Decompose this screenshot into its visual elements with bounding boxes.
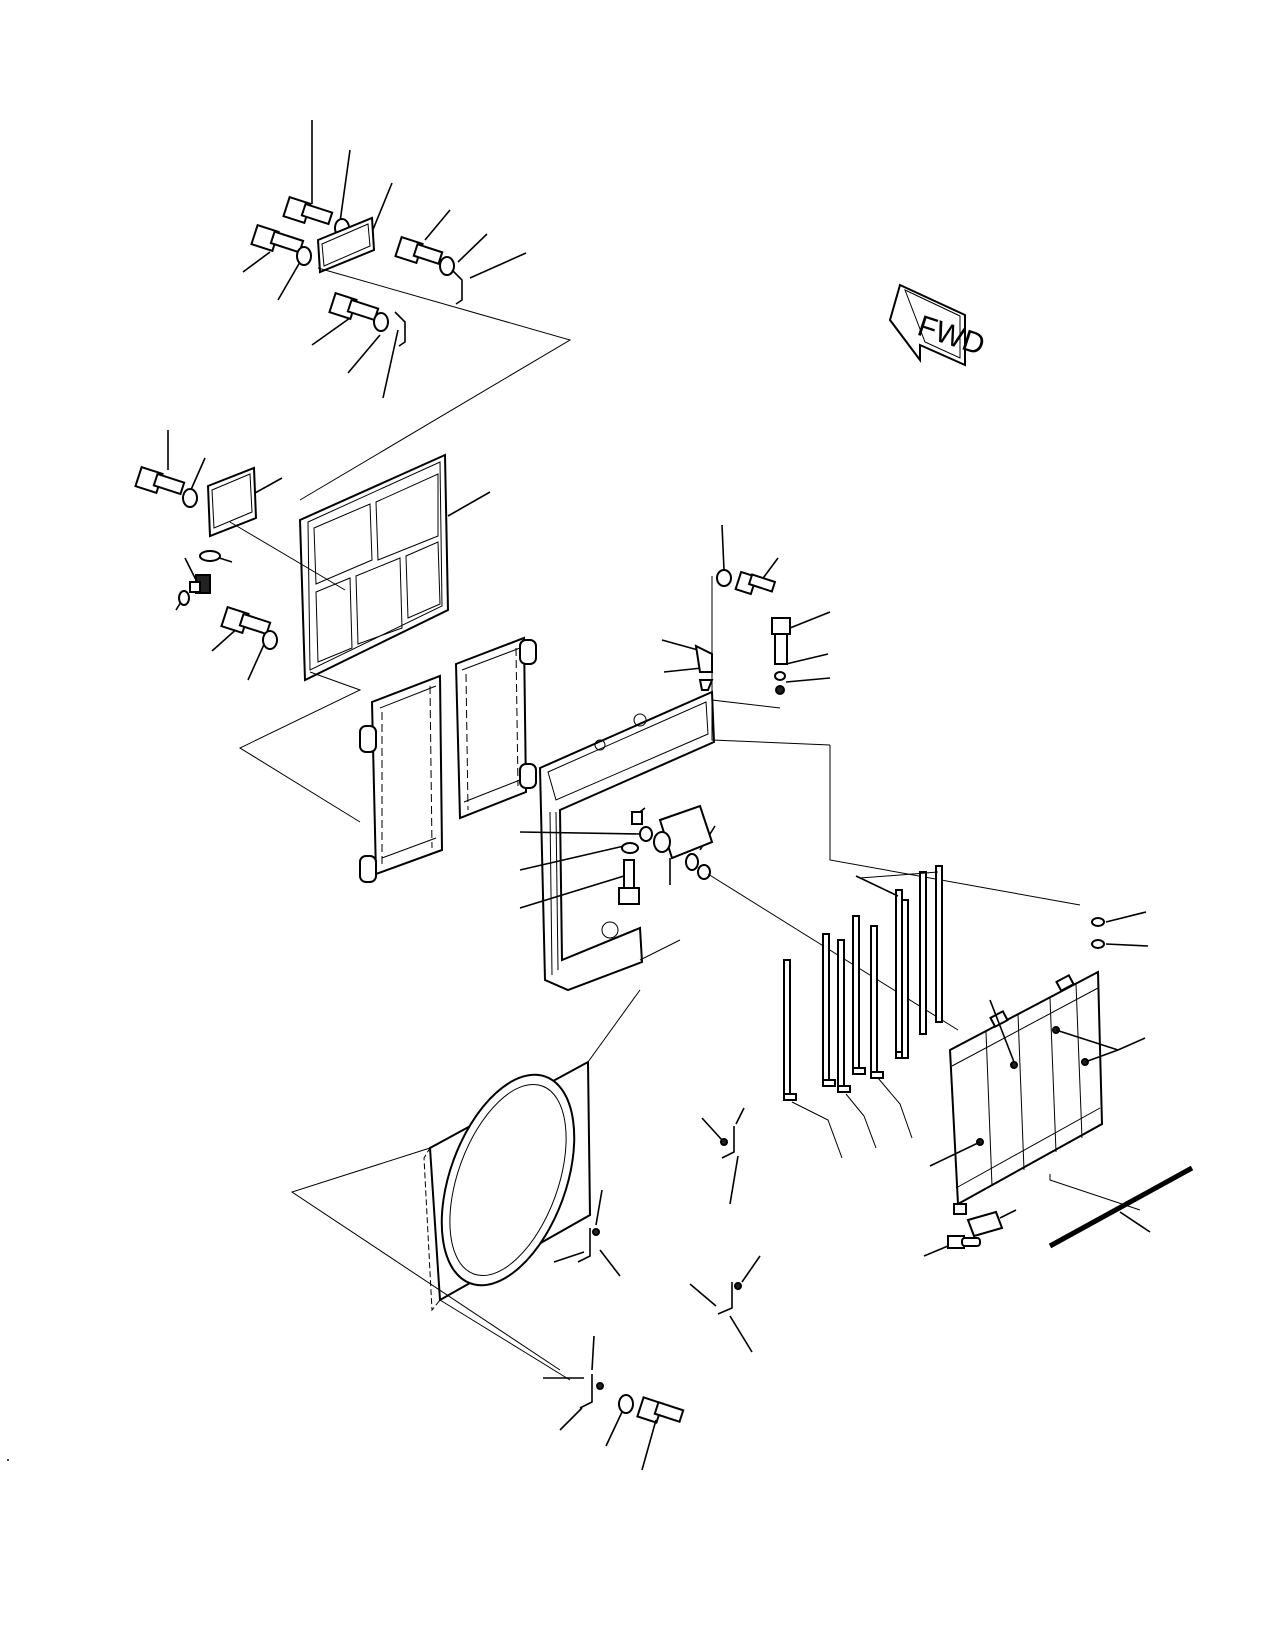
seal-strip xyxy=(935,865,943,1023)
o-ring xyxy=(685,853,699,871)
washer xyxy=(618,1394,634,1414)
washer xyxy=(373,312,389,332)
mount-rubber xyxy=(698,679,714,691)
angle-bracket xyxy=(721,1126,735,1159)
radiator-assembly xyxy=(929,970,1146,1215)
nut xyxy=(774,671,786,681)
bolt-1 xyxy=(282,195,334,226)
pipe-elbow xyxy=(653,804,714,860)
left-core xyxy=(359,674,444,883)
forward-arrow-icon xyxy=(888,283,966,367)
seal-strip xyxy=(870,925,878,1077)
right-core xyxy=(454,636,537,820)
bolt-7 xyxy=(734,570,777,596)
washer xyxy=(439,256,455,276)
drain-plug xyxy=(618,859,640,905)
drain-valve xyxy=(947,1235,981,1249)
seal-strips xyxy=(783,865,943,1159)
washer xyxy=(1091,939,1105,949)
center-support-frame xyxy=(538,690,716,992)
washer xyxy=(716,569,732,587)
washer xyxy=(262,630,278,650)
seal-strip xyxy=(783,959,791,1101)
fan-shroud xyxy=(290,989,641,1381)
washer xyxy=(621,842,639,854)
bolt-6 xyxy=(220,605,272,636)
seal-strip xyxy=(901,899,909,1059)
o-ring xyxy=(178,590,190,606)
bolt-4 xyxy=(328,291,380,322)
bolt-8 xyxy=(771,617,791,665)
bolt-5 xyxy=(134,465,186,496)
bolt-3 xyxy=(394,235,444,265)
clip xyxy=(394,311,406,347)
washer xyxy=(296,246,312,266)
radiator-hardware xyxy=(923,911,1194,1257)
pipe-fittings-group xyxy=(519,804,959,1031)
angle-bracket xyxy=(577,1228,591,1263)
forward-direction-marker: FWD xyxy=(888,283,989,367)
stray-mark xyxy=(7,1459,9,1461)
clip xyxy=(451,269,463,305)
sensor-fitting xyxy=(189,574,211,594)
bracket-plate xyxy=(316,216,376,274)
bracket-plate xyxy=(206,466,258,538)
nut xyxy=(1091,917,1105,927)
o-ring xyxy=(697,864,711,880)
top-bracket-group xyxy=(242,120,572,501)
o-ring xyxy=(199,550,221,562)
o-ring xyxy=(639,826,653,842)
nut xyxy=(775,685,785,695)
seal-strip xyxy=(852,915,860,1073)
small-fitting xyxy=(631,811,643,825)
mount-bracket xyxy=(694,644,713,673)
washer xyxy=(182,488,198,508)
right-top-bolt-group xyxy=(661,524,1081,906)
bolt-2 xyxy=(250,223,305,254)
seal-strip xyxy=(919,871,927,1035)
bolt-9 xyxy=(636,1396,685,1424)
lower-brackets xyxy=(543,1107,761,1471)
seal-strip xyxy=(822,933,830,1085)
angle-bracket xyxy=(717,1282,733,1315)
shroud-frame xyxy=(229,453,491,823)
seal-strip xyxy=(837,939,845,1091)
angle-bracket xyxy=(579,1374,593,1409)
pad xyxy=(966,1210,1004,1238)
left-bracket-group xyxy=(134,430,283,681)
